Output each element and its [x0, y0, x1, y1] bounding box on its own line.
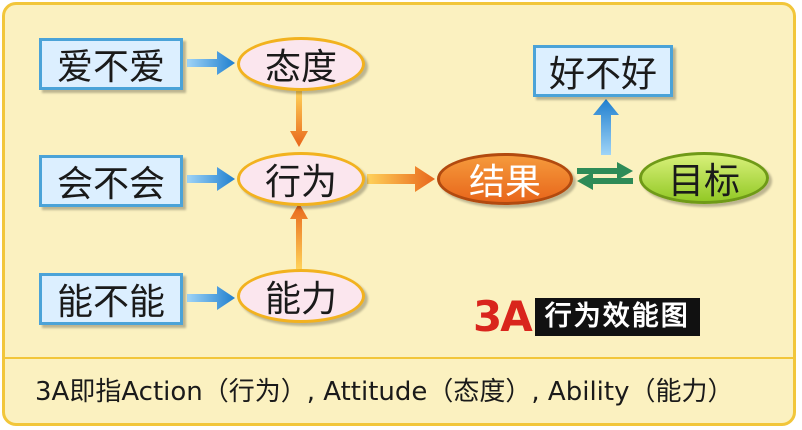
input-able: 能不能: [39, 273, 183, 325]
factor-behavior: 行为: [237, 152, 365, 206]
brand-title: 行为效能图: [534, 298, 700, 336]
factor-attitude-label: 态度: [264, 47, 337, 88]
factor-ability: 能力: [237, 269, 365, 323]
arrow-goal-to-evaluation: [593, 99, 619, 155]
caption-text: 3A即指Action（行为）, Attitude（态度）, Ability（能力…: [35, 377, 734, 407]
arrow-result-to-goal: [577, 162, 633, 180]
arrow-goal-to-result: [577, 172, 633, 190]
input-love-label: 爱不爱: [56, 47, 165, 88]
arrow-love-to-attitude: [187, 51, 235, 75]
caption-divider: [5, 357, 793, 359]
factor-ability-label: 能力: [264, 279, 337, 320]
evaluation-box: 好不好: [533, 45, 673, 97]
factor-attitude: 态度: [237, 37, 365, 91]
factor-behavior-label: 行为: [264, 162, 337, 203]
arrow-ability-to-behavior: [290, 203, 308, 269]
brand-mark: 3A: [473, 292, 533, 341]
input-able-label: 能不能: [56, 282, 165, 323]
brand-logo: 3A 行为效能图: [473, 296, 700, 338]
goal-node: 目标: [639, 152, 769, 204]
input-can-label: 会不会: [56, 164, 165, 205]
arrow-attitude-to-behavior: [290, 91, 308, 147]
arrows-layer: [187, 51, 633, 310]
goal-label: 目标: [667, 161, 740, 202]
arrow-able-to-ability: [187, 286, 235, 310]
arrow-behavior-to-result: [367, 166, 435, 192]
result-node: 结果: [437, 153, 573, 205]
arrow-can-to-behavior: [187, 167, 235, 191]
input-can: 会不会: [39, 155, 183, 207]
evaluation-label: 好不好: [548, 54, 657, 95]
result-label: 结果: [468, 162, 541, 203]
input-love: 爱不爱: [39, 38, 183, 90]
diagram-frame: 爱不爱 会不会 能不能 态度 行为 能力 结果 目标 好不好 3A 行为效能图 …: [2, 2, 796, 426]
